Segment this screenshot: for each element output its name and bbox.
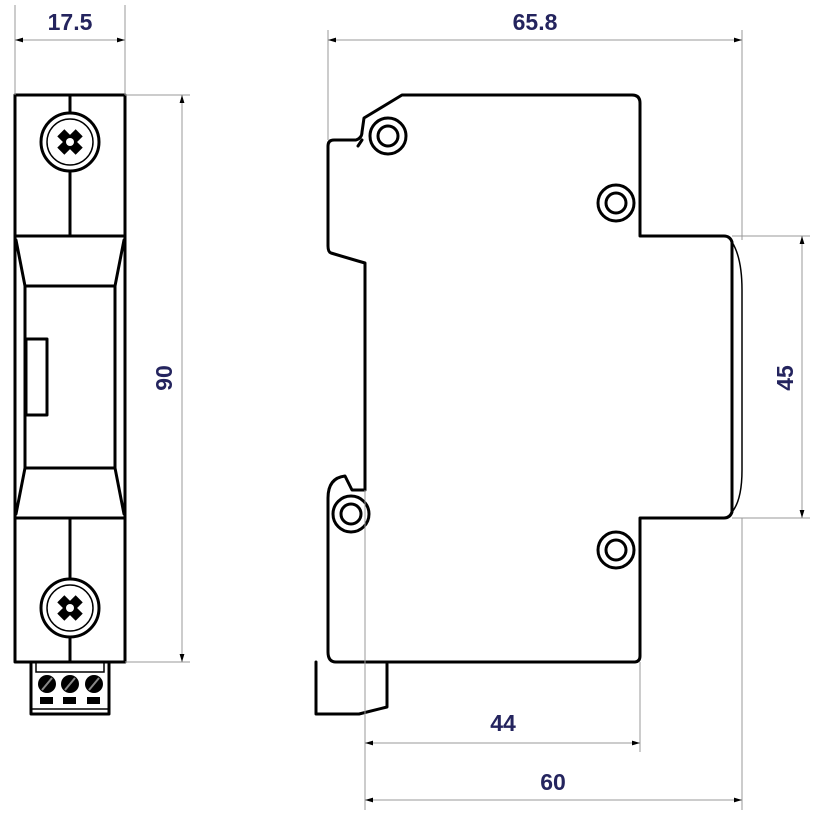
side-dimensions: 65.8 45 44 60 [327, 9, 810, 810]
front-view [13, 93, 127, 716]
switch-lever [24, 337, 49, 417]
side-view [314, 93, 743, 716]
side-terminal [314, 660, 389, 716]
dimension-height: 90 [151, 365, 177, 391]
mounting-hole [331, 116, 636, 570]
screw-icon [39, 111, 101, 173]
dimension-front-width: 17.5 [48, 9, 93, 35]
dimension-side-depth: 65.8 [513, 9, 558, 35]
front-dimensions: 17.5 90 [14, 5, 190, 663]
dimension-depth-body: 44 [490, 710, 516, 736]
dimension-rail-height: 45 [772, 365, 798, 391]
dimension-depth-total: 60 [540, 769, 566, 795]
terminal-block [29, 660, 111, 716]
screw-icon [39, 577, 101, 639]
